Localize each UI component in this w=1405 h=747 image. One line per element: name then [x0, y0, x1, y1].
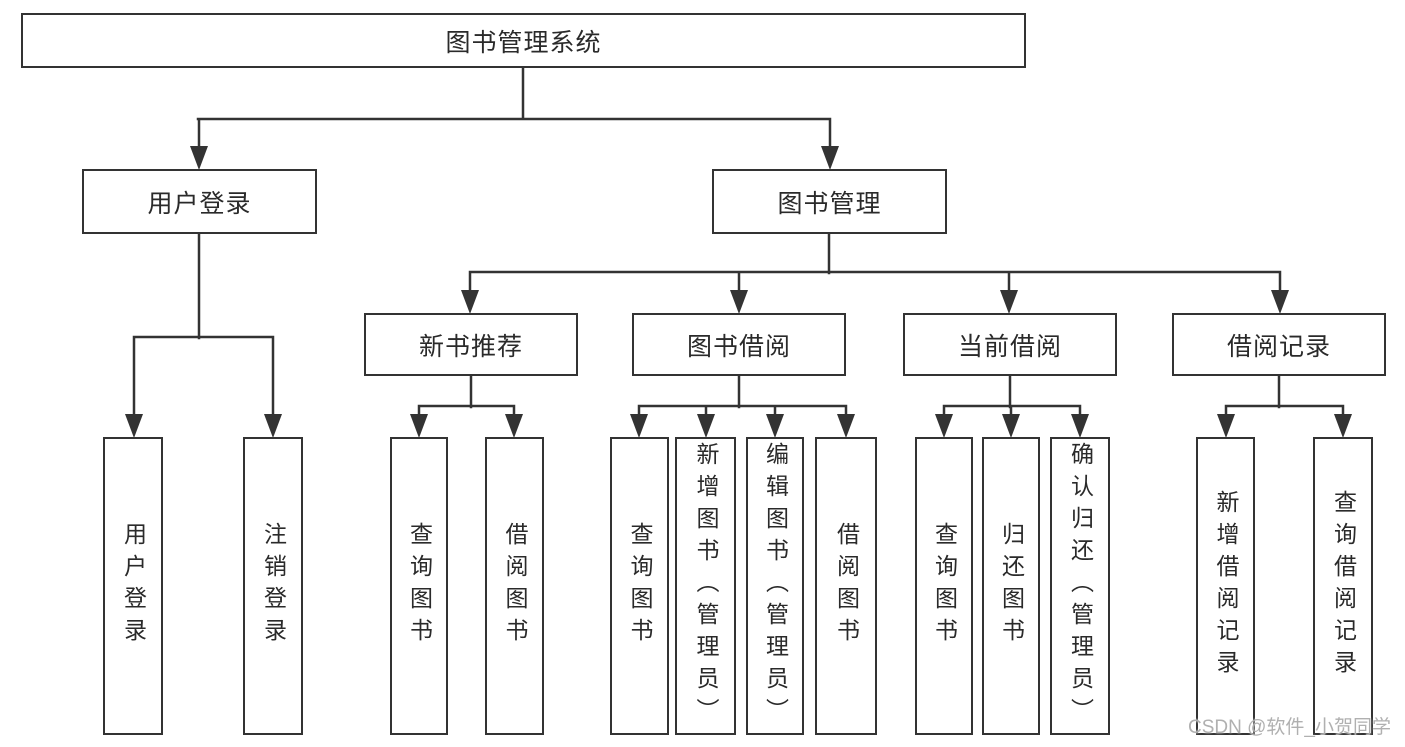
leaf-borrow-book-recommend-label: 借阅图书 [502, 522, 528, 650]
leaf-logout: 注销登录 [243, 437, 303, 735]
leaf-confirm-return-admin: 确认归还（管理员） [1050, 437, 1110, 735]
node-borrow-records: 借阅记录 [1172, 313, 1386, 376]
leaf-add-book-admin: 新增图书（管理员） [675, 437, 736, 735]
connector-path [132, 66, 1345, 422]
leaf-query-book-recommend: 查询图书 [390, 437, 448, 735]
arrowheads [125, 146, 1352, 438]
node-root: 图书管理系统 [21, 13, 1026, 68]
leaf-return-book: 归还图书 [982, 437, 1040, 735]
leaf-add-book-admin-label: 新增图书（管理员） [693, 442, 719, 730]
leaf-add-borrow-record: 新增借阅记录 [1196, 437, 1255, 735]
leaf-return-book-label: 归还图书 [998, 522, 1025, 650]
leaf-add-borrow-record-label: 新增借阅记录 [1213, 490, 1239, 682]
leaf-query-book-current-label: 查询图书 [931, 522, 958, 650]
node-user-login: 用户登录 [82, 169, 317, 234]
leaf-query-book-recommend-label: 查询图书 [406, 522, 433, 650]
node-new-book-recommend: 新书推荐 [364, 313, 578, 376]
leaf-edit-book-admin-label: 编辑图书（管理员） [762, 442, 789, 730]
leaf-query-borrow-record: 查询借阅记录 [1313, 437, 1373, 735]
leaf-logout-label: 注销登录 [260, 522, 287, 650]
leaf-edit-book-admin: 编辑图书（管理员） [746, 437, 804, 735]
leaf-borrow-book-label: 借阅图书 [833, 522, 860, 650]
watermark: CSDN @软件_小贺同学 [1188, 717, 1391, 738]
leaf-query-borrow-record-label: 查询借阅记录 [1330, 490, 1357, 682]
leaf-user-login-label: 用户登录 [120, 522, 147, 650]
leaf-query-book-borrow-label: 查询图书 [627, 522, 653, 650]
node-book-management: 图书管理 [712, 169, 947, 234]
leaf-confirm-return-admin-label: 确认归还（管理员） [1067, 442, 1094, 730]
node-current-borrow: 当前借阅 [903, 313, 1117, 376]
leaf-query-book-current: 查询图书 [915, 437, 973, 735]
leaf-borrow-book-recommend: 借阅图书 [485, 437, 544, 735]
leaf-borrow-book: 借阅图书 [815, 437, 877, 735]
leaf-user-login: 用户登录 [103, 437, 163, 735]
node-book-borrow: 图书借阅 [632, 313, 846, 376]
leaf-query-book-borrow: 查询图书 [610, 437, 669, 735]
